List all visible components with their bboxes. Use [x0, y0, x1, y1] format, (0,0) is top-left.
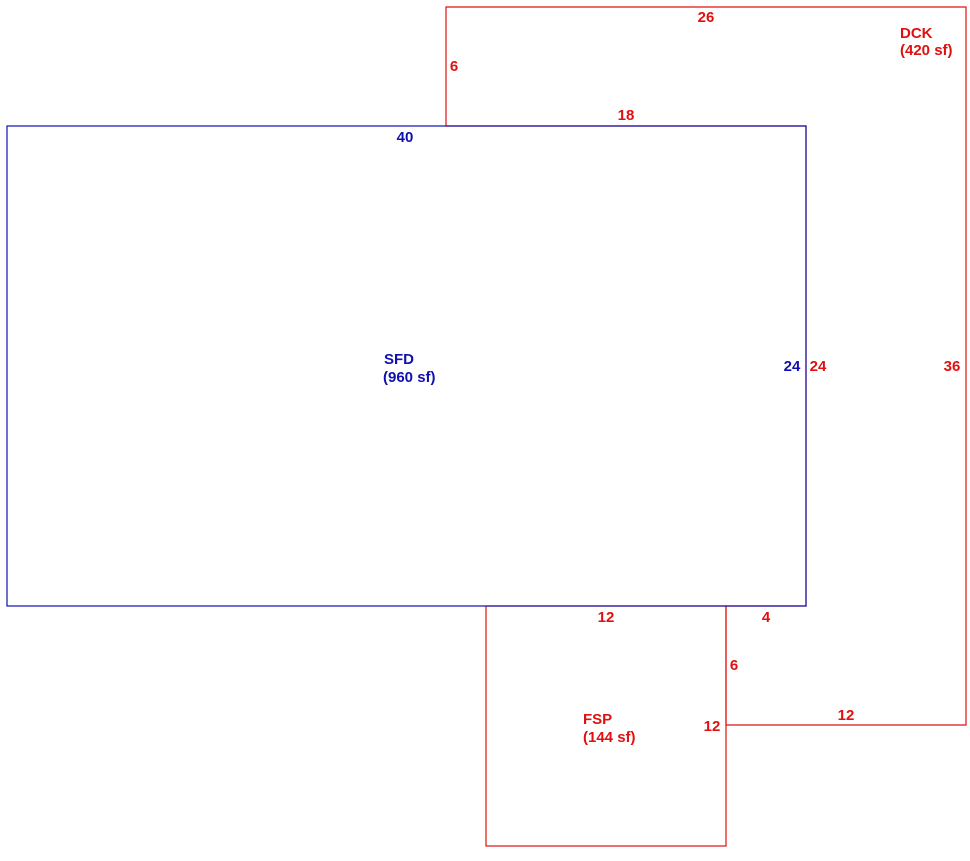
sfd-dim-right: 24: [784, 358, 801, 375]
dck-dim-inner-top: 18: [618, 107, 635, 124]
sfd-dim-top: 40: [397, 129, 414, 146]
dck-dim-step-vertical: 6: [730, 657, 738, 674]
sfd-name: SFD: [384, 351, 414, 368]
dck-dim-bottom: 12: [838, 707, 855, 724]
dck-area: (420 sf): [900, 42, 953, 59]
dck-dim-left: 6: [450, 58, 458, 75]
sfd-area: (960 sf): [383, 369, 436, 386]
fsp-name: FSP: [583, 711, 612, 728]
dck-outline: [445, 6, 967, 726]
fsp-dim-top: 12: [598, 609, 615, 626]
dck-dim-top: 26: [698, 9, 715, 26]
dck-dim-left-shared: 24: [810, 358, 827, 375]
dck-name: DCK: [900, 25, 933, 42]
dck-dim-right: 36: [944, 358, 961, 375]
fsp-area: (144 sf): [583, 729, 636, 746]
sfd-outline: [6, 125, 807, 607]
fsp-dim-right: 12: [704, 718, 721, 735]
dck-dim-bottom-step: 4: [762, 609, 771, 626]
